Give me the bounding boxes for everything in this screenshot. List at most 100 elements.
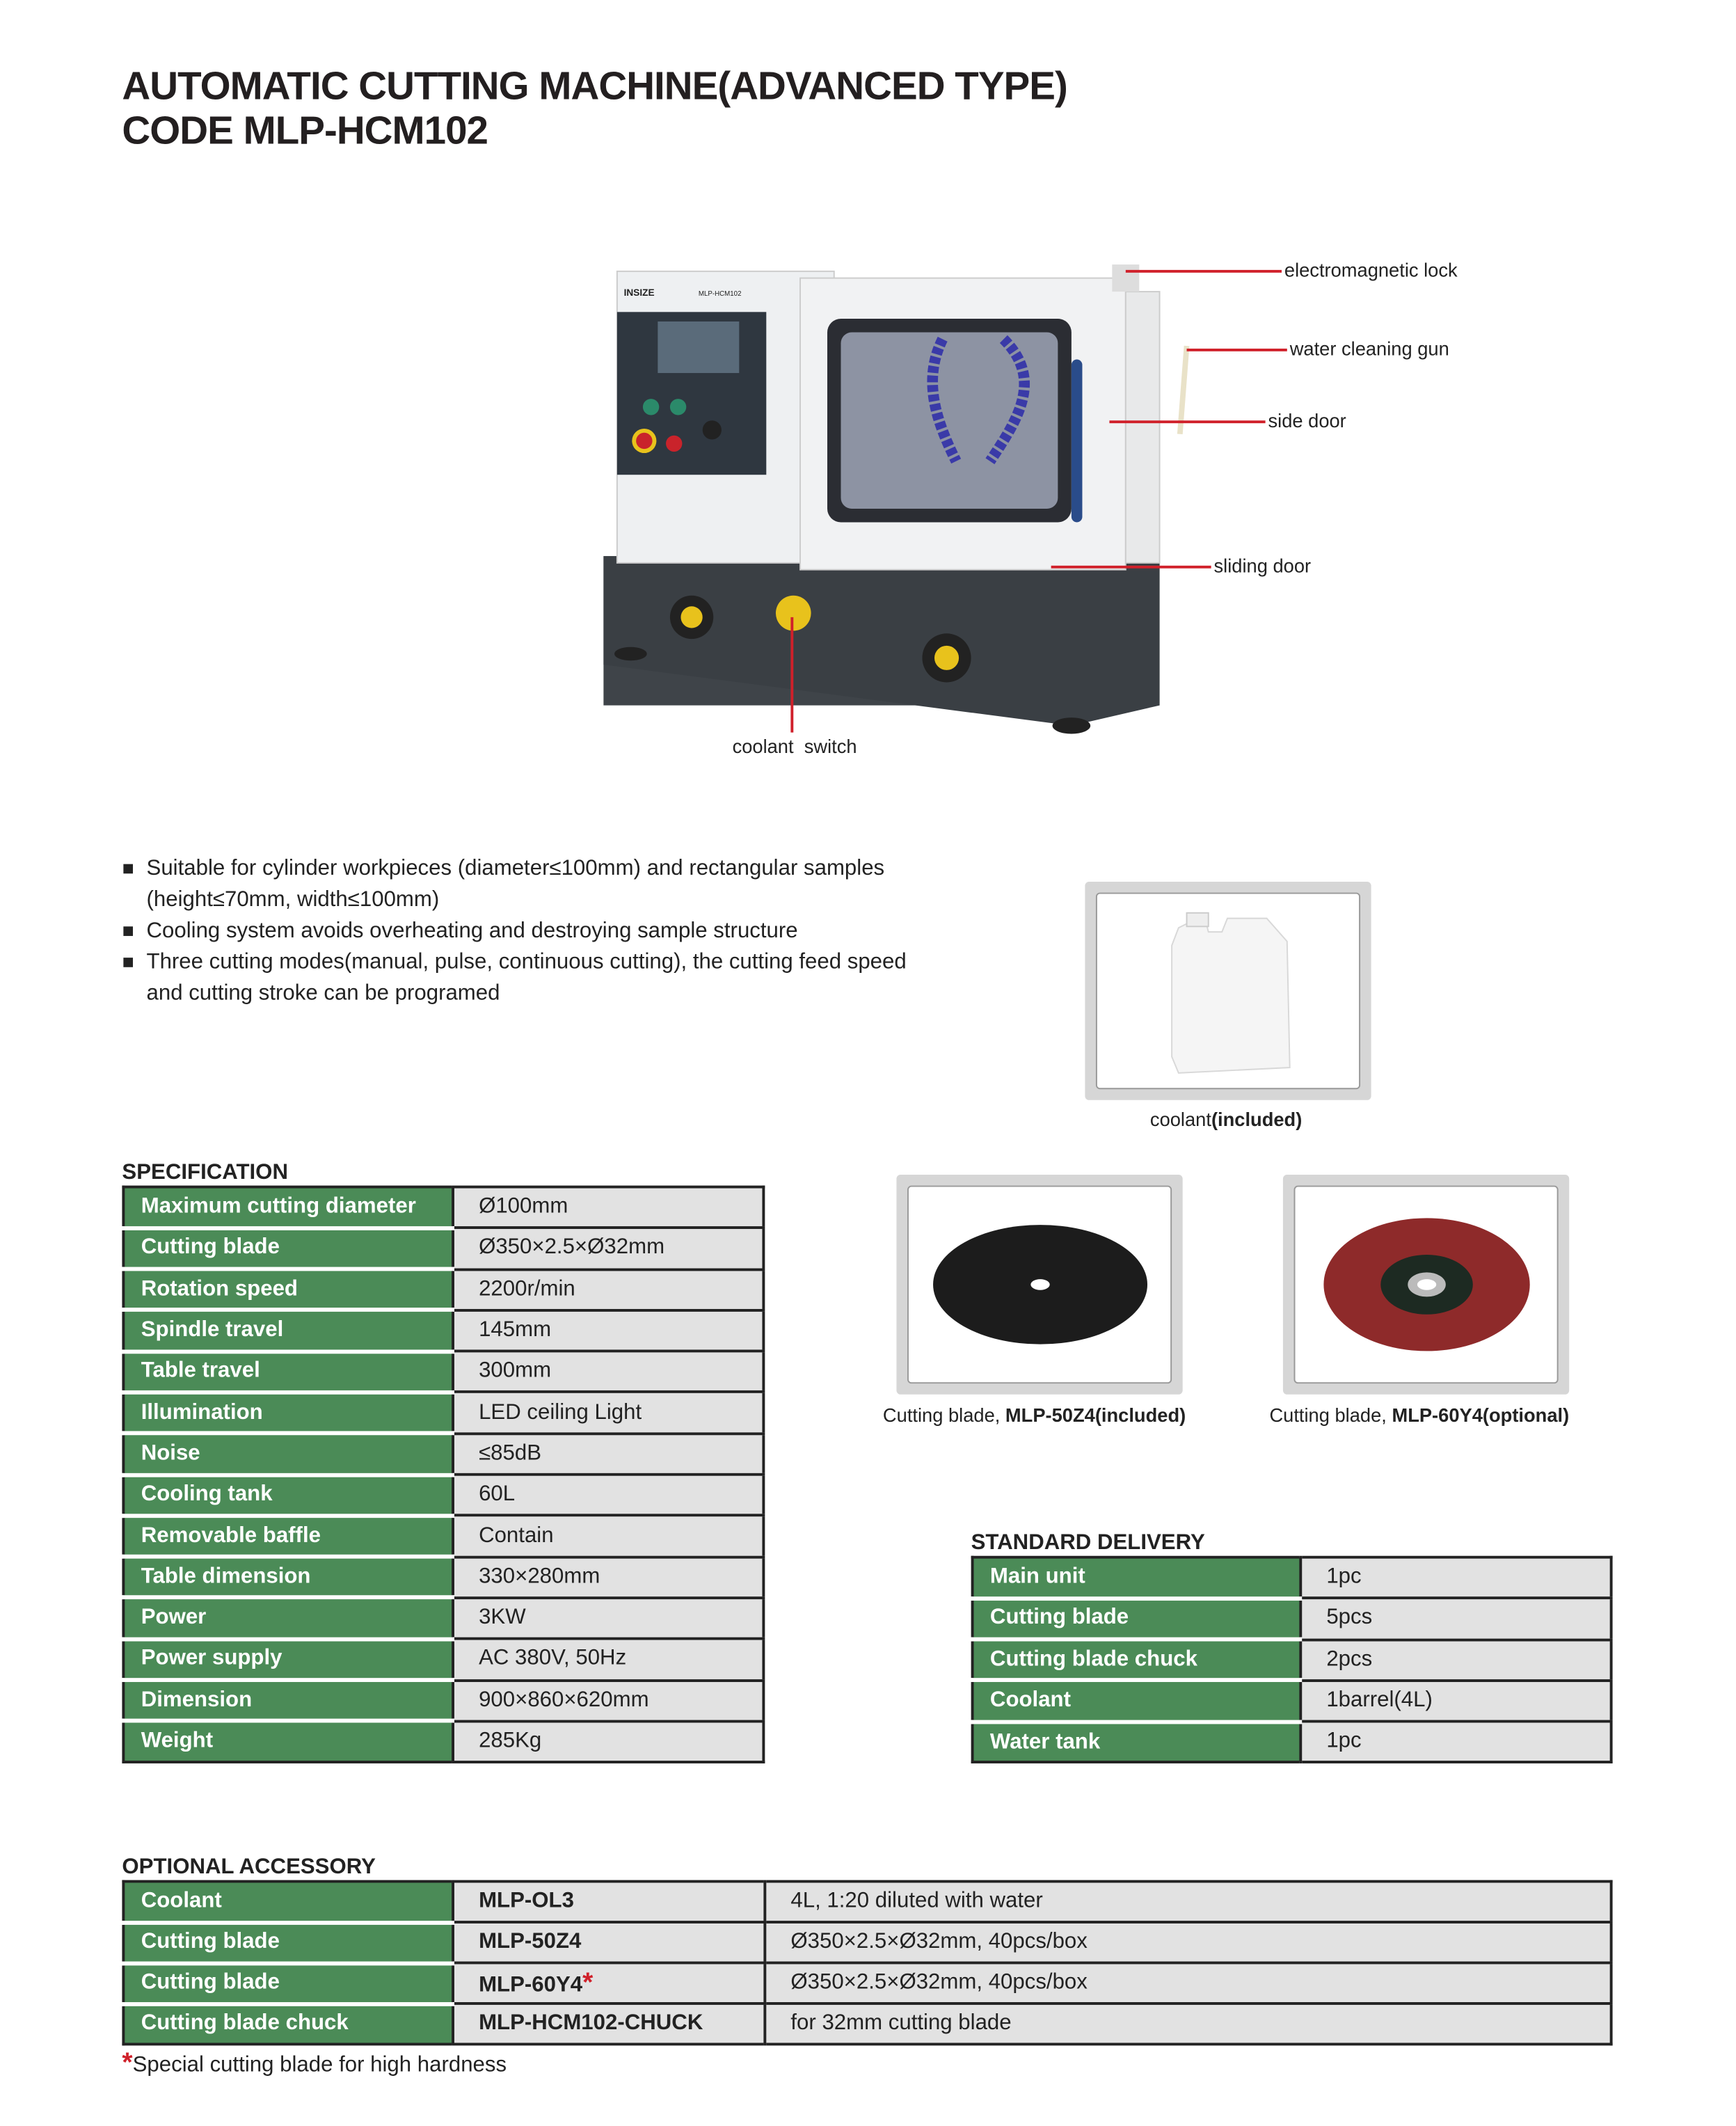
feature-item: Suitable for cylinder workpieces (diamet… <box>122 853 909 916</box>
page-title: AUTOMATIC CUTTING MACHINE(ADVANCED TYPE)… <box>122 65 1067 155</box>
cell-text: Cutting blade chuck <box>989 1647 1197 1671</box>
row-value: 300mm <box>452 1351 764 1394</box>
cell-text: Table dimension <box>141 1565 311 1589</box>
callout-line-coolant-switch <box>790 617 794 733</box>
cell-text: Table travel <box>141 1359 260 1383</box>
cell-text: Cutting blade <box>141 1971 280 1994</box>
coolant-jug-icon <box>1171 912 1291 1074</box>
row-label: Cutting blade <box>123 1228 454 1271</box>
row-value: 330×280mm <box>452 1557 764 1600</box>
delivery-row: Coolant 1barrel(4L) <box>972 1680 1611 1724</box>
cell-text: ≤85dB <box>479 1441 542 1465</box>
feature-list: Suitable for cylinder workpieces (diamet… <box>122 853 909 1009</box>
row-label: Table dimension <box>123 1557 454 1601</box>
cell-text: Ø350×2.5×Ø32mm, 40pcs/box <box>790 1971 1088 1994</box>
cell-text: 2200r/min <box>479 1277 575 1301</box>
row-label: Dimension <box>123 1680 454 1724</box>
blade-photo-60y4 <box>1282 1175 1570 1395</box>
blade-caption-60y4: Cutting blade, MLP-60Y4(optional) <box>1269 1404 1569 1425</box>
coolant-switch <box>775 595 811 631</box>
row-value: LED ceiling Light <box>452 1392 764 1435</box>
spec-row: Table travel 300mm <box>123 1351 764 1395</box>
row-label: Power <box>123 1598 454 1642</box>
cell-text: 1pc <box>1326 1729 1362 1754</box>
callout-electromagnetic-lock: electromagnetic lock <box>1284 259 1458 281</box>
row-label: Main unit <box>972 1557 1303 1601</box>
row-label: Noise <box>123 1433 454 1477</box>
row-value: 1pc <box>1299 1557 1611 1600</box>
standard-delivery-heading: STANDARD DELIVERY <box>971 1531 1205 1555</box>
footnote: *Special cutting blade for high hardness <box>122 2048 507 2079</box>
red-blade-icon <box>1323 1218 1530 1351</box>
row-value: AC 380V, 50Hz <box>452 1639 764 1682</box>
caption-status: (included) <box>1094 1404 1186 1426</box>
cell-text: MLP-HCM102-CHUCK <box>479 2011 703 2035</box>
feature-item: Three cutting modes(manual, pulse, conti… <box>122 947 909 1010</box>
caption-code: MLP-60Y4 <box>1392 1404 1483 1426</box>
cell-text: Noise <box>141 1441 200 1465</box>
cell-text: Coolant <box>989 1688 1071 1712</box>
spec-row: Table dimension 330×280mm <box>123 1557 764 1601</box>
cell-text: for 32mm cutting blade <box>790 2011 1012 2035</box>
row-value: 145mm <box>452 1310 764 1353</box>
row-label: Cutting blade <box>123 1962 454 2006</box>
cell-text: Cutting blade <box>989 1606 1129 1630</box>
coolant-caption: coolant(included) <box>1150 1108 1302 1129</box>
callout-water-cleaning-gun: water cleaning gun <box>1289 338 1449 360</box>
row-label: Water tank <box>972 1721 1303 1763</box>
row-label: Cutting blade <box>972 1598 1303 1642</box>
cell-text: 145mm <box>479 1318 552 1342</box>
cell-text: Cooling tank <box>141 1482 273 1507</box>
row-value: 285Kg <box>452 1721 764 1763</box>
black-blade-icon <box>933 1225 1148 1344</box>
delivery-row: Cutting blade 5pcs <box>972 1598 1611 1642</box>
caption-code: MLP-50Z4 <box>1005 1404 1095 1426</box>
cell-text: Illumination <box>141 1400 263 1424</box>
cell-text: AC 380V, 50Hz <box>479 1647 627 1671</box>
cell-text: MLP-50Z4 <box>479 1930 582 1953</box>
cell-text: Maximum cutting diameter <box>141 1195 416 1219</box>
row-value: Ø350×2.5×Ø32mm <box>452 1228 764 1271</box>
caption-text: Cutting blade, <box>1269 1404 1392 1426</box>
row-label: Illumination <box>123 1392 454 1436</box>
callout-line-side-door <box>1109 420 1266 424</box>
machine-photo: INSIZE MLP-HCM102 <box>603 264 1190 734</box>
cell-text: Main unit <box>989 1565 1085 1589</box>
cell-text: Power supply <box>141 1647 282 1671</box>
spec-row: Maximum cutting diameter Ø100mm <box>123 1187 764 1230</box>
side-door <box>1124 291 1161 564</box>
row-label: Maximum cutting diameter <box>123 1187 454 1230</box>
cell-text: 1barrel(4L) <box>1326 1688 1433 1712</box>
cell-text: 285Kg <box>479 1729 542 1753</box>
callout-coolant-switch: coolant switch <box>732 735 857 757</box>
row-value: ≤85dB <box>452 1433 764 1476</box>
row-value: for 32mm cutting blade <box>763 2003 1611 2045</box>
delivery-row: Cutting blade chuck 2pcs <box>972 1639 1611 1683</box>
title-line-1: AUTOMATIC CUTTING MACHINE(ADVANCED TYPE) <box>122 65 1067 109</box>
blade-photo-50z4 <box>896 1175 1183 1395</box>
cell-text: 5pcs <box>1326 1606 1373 1630</box>
row-value: 2200r/min <box>452 1269 764 1312</box>
coolant-photo <box>1085 881 1371 1100</box>
caption-status: (included) <box>1211 1108 1303 1130</box>
footnote-text: Special cutting blade for high hardness <box>132 2054 507 2077</box>
row-value: 2pcs <box>1299 1639 1611 1682</box>
cell-text: Ø100mm <box>479 1195 568 1219</box>
row-label: Weight <box>123 1721 454 1763</box>
row-value: Contain <box>452 1515 764 1559</box>
cell-text: Rotation speed <box>141 1277 298 1301</box>
row-label: Coolant <box>972 1680 1303 1724</box>
row-value: 3KW <box>452 1598 764 1641</box>
spec-row: Power supply AC 380V, 50Hz <box>123 1639 764 1683</box>
model-label: MLP-HCM102 <box>699 290 742 298</box>
caption-text: coolant <box>1149 1108 1211 1130</box>
